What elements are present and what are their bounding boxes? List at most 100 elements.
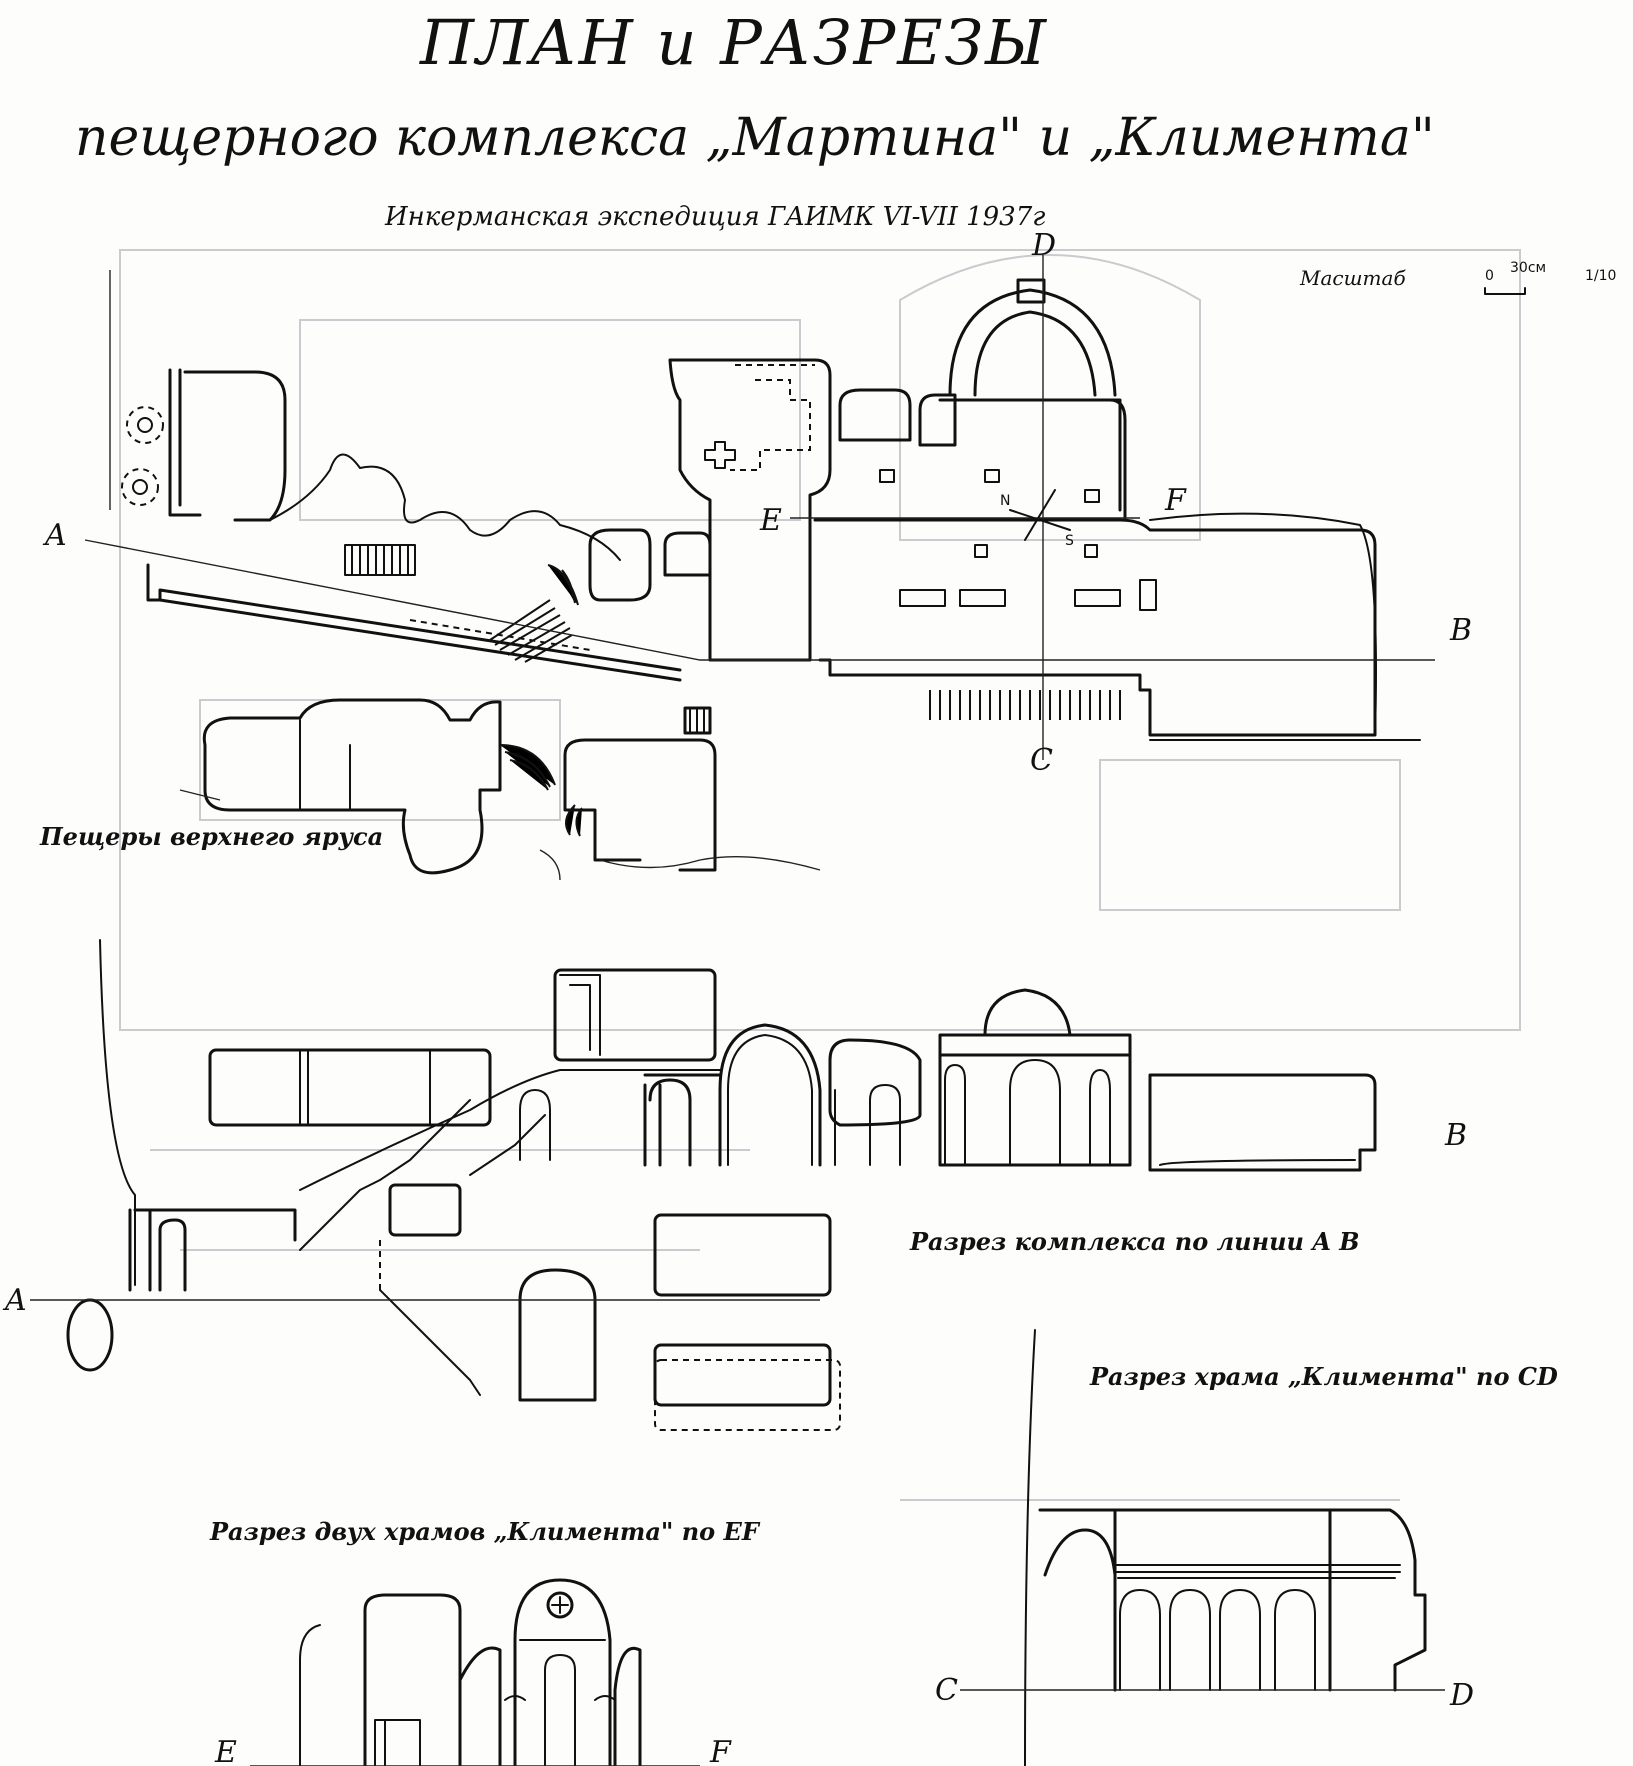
ab-martin-side [643,1073,722,1167]
ab-climent-arches [834,1059,1111,1166]
cd-arcade [1113,1508,1332,1692]
plan-label-d: D [1031,228,1056,263]
ef-caption: Разрез двух храмов „Климента" по EF [209,1517,761,1546]
ab-cave-2-inner [559,974,601,1056]
scale-bar: Масштаб 0 30см 1/10 [1299,260,1616,295]
ab-lower-cave-small [388,1183,462,1237]
section-line-ab [84,539,1435,661]
plan-label-f: F [1164,483,1187,518]
plan-stair-fan [409,564,591,663]
section-ef-view: Разрез двух храмов „Климента" по EF E F [209,1517,761,1766]
bleed-through-ghost [119,249,1521,1501]
title-line-2: пещерного комплекса „Мартина" и „Климент… [75,108,1435,168]
ab-right-room [1148,1073,1377,1172]
plan-lower-caves [202,698,502,875]
plan-right-rock [1149,512,1421,741]
ab-lower-cave-1 [653,1213,832,1297]
ab-lower-cave-2 [653,1343,832,1407]
ab-lower-rooms [128,1208,297,1292]
scale-zero: 0 [1485,268,1494,284]
cd-label-c: C [935,1673,958,1708]
ab-lower-doorway [518,1268,597,1402]
ab-niche-1 [519,1089,551,1161]
compass-rose: N S [1000,489,1074,549]
plan-steps-upper [344,544,416,576]
ab-cave-2 [553,968,717,1062]
ef-side-arch-left [458,1646,502,1766]
ab-lower-cave-dashed [654,1359,841,1431]
ab-martin-arch-inner [727,1034,813,1166]
scale-line [1484,287,1526,295]
ef-central-apse [519,1639,606,1766]
plan-small-room-2 [663,531,712,577]
section-ab-view: A B Разрез комплекса по линии A B [2,939,1467,1431]
ef-left-wall [299,1624,321,1766]
cd-label-d: D [1449,1678,1474,1713]
plan-lower-room-right [563,738,717,872]
cd-side-chapel [1043,1528,1117,1692]
ab-stairs-2 [469,1114,546,1176]
ef-dome-medallion [546,1591,574,1619]
plan-view: Пещеры верхнего яруса A B D C E F N S [39,228,1472,881]
ab-label-a: A [2,1283,27,1318]
ab-climent-walls [938,1053,1132,1167]
compass-n: N [1000,493,1010,509]
plan-climent-niches [838,388,957,447]
ab-cave-1 [208,1048,492,1127]
plan-martin-church [668,358,832,662]
plan-label-a: A [42,518,67,553]
ef-central-dome [513,1578,612,1766]
plan-climent-nave [938,398,1127,522]
ab-martin-arch [718,1023,822,1167]
plan-small-room-1 [588,528,652,602]
plan-apse-keystone [1016,278,1046,304]
plan-martin-dashed [730,364,815,471]
plan-lower-walls [299,719,351,811]
plan-climent-church [813,518,1377,737]
cd-cliff [1024,1329,1036,1766]
ab-right-room-floor [1159,1159,1356,1166]
compass-s: S [1065,533,1074,549]
scale-label: Масштаб [1299,266,1406,290]
cd-caption: Разрез храма „Климента" по CD [1089,1362,1558,1391]
ab-cave-1-walls [299,1049,431,1126]
plan-circular-pits [121,406,164,506]
cd-vault-outline [1038,1508,1427,1692]
title-line-3: Инкерманская экспедиция ГАИМК VI-VII 193… [384,202,1045,232]
title-line-1: ПЛАН и РАЗРЕЗЫ [419,6,1048,79]
ef-dome-cross [551,1596,569,1614]
ab-cistern [66,1298,114,1372]
ab-roof-profile [299,1069,721,1191]
ef-capitals [504,1695,616,1701]
ef-left-niche [374,1719,421,1766]
plan-lower-stair [499,744,583,837]
ab-climent-upper-cave [828,1038,922,1127]
plan-cross-mark [704,441,736,469]
plan-lower-block-hatch [689,708,705,733]
plan-lower-ground [179,789,821,881]
ef-label-f: F [709,1735,732,1766]
plan-left-room [168,368,287,522]
ab-cliff-left [99,939,136,1286]
section-cd-view: Разрез храма „Климента" по CD C D [935,1329,1558,1766]
plan-label-c: C [1030,743,1053,778]
ef-left-chamber [363,1593,462,1766]
plan-caption-upper-caves: Пещеры верхнего яруса [39,822,383,851]
ab-stairs-1 [299,1099,471,1251]
plan-apse [948,288,1117,397]
plan-corridor [146,563,682,682]
ab-stairs-3 [379,1289,481,1396]
plan-cave-contour [269,453,621,561]
plan-label-b: B [1449,613,1472,648]
plan-steps-lower [929,690,1121,720]
ab-climent-dome [983,988,1072,1037]
plan-inner-niches [879,469,1157,611]
ef-label-e: E [214,1735,237,1766]
ef-side-arch-right [613,1647,642,1766]
ab-label-b: B [1444,1118,1467,1153]
cd-cornice [1114,1564,1401,1579]
scale-ratio: 1/10 [1585,268,1616,284]
ab-caption: Разрез комплекса по линии A B [909,1227,1360,1256]
